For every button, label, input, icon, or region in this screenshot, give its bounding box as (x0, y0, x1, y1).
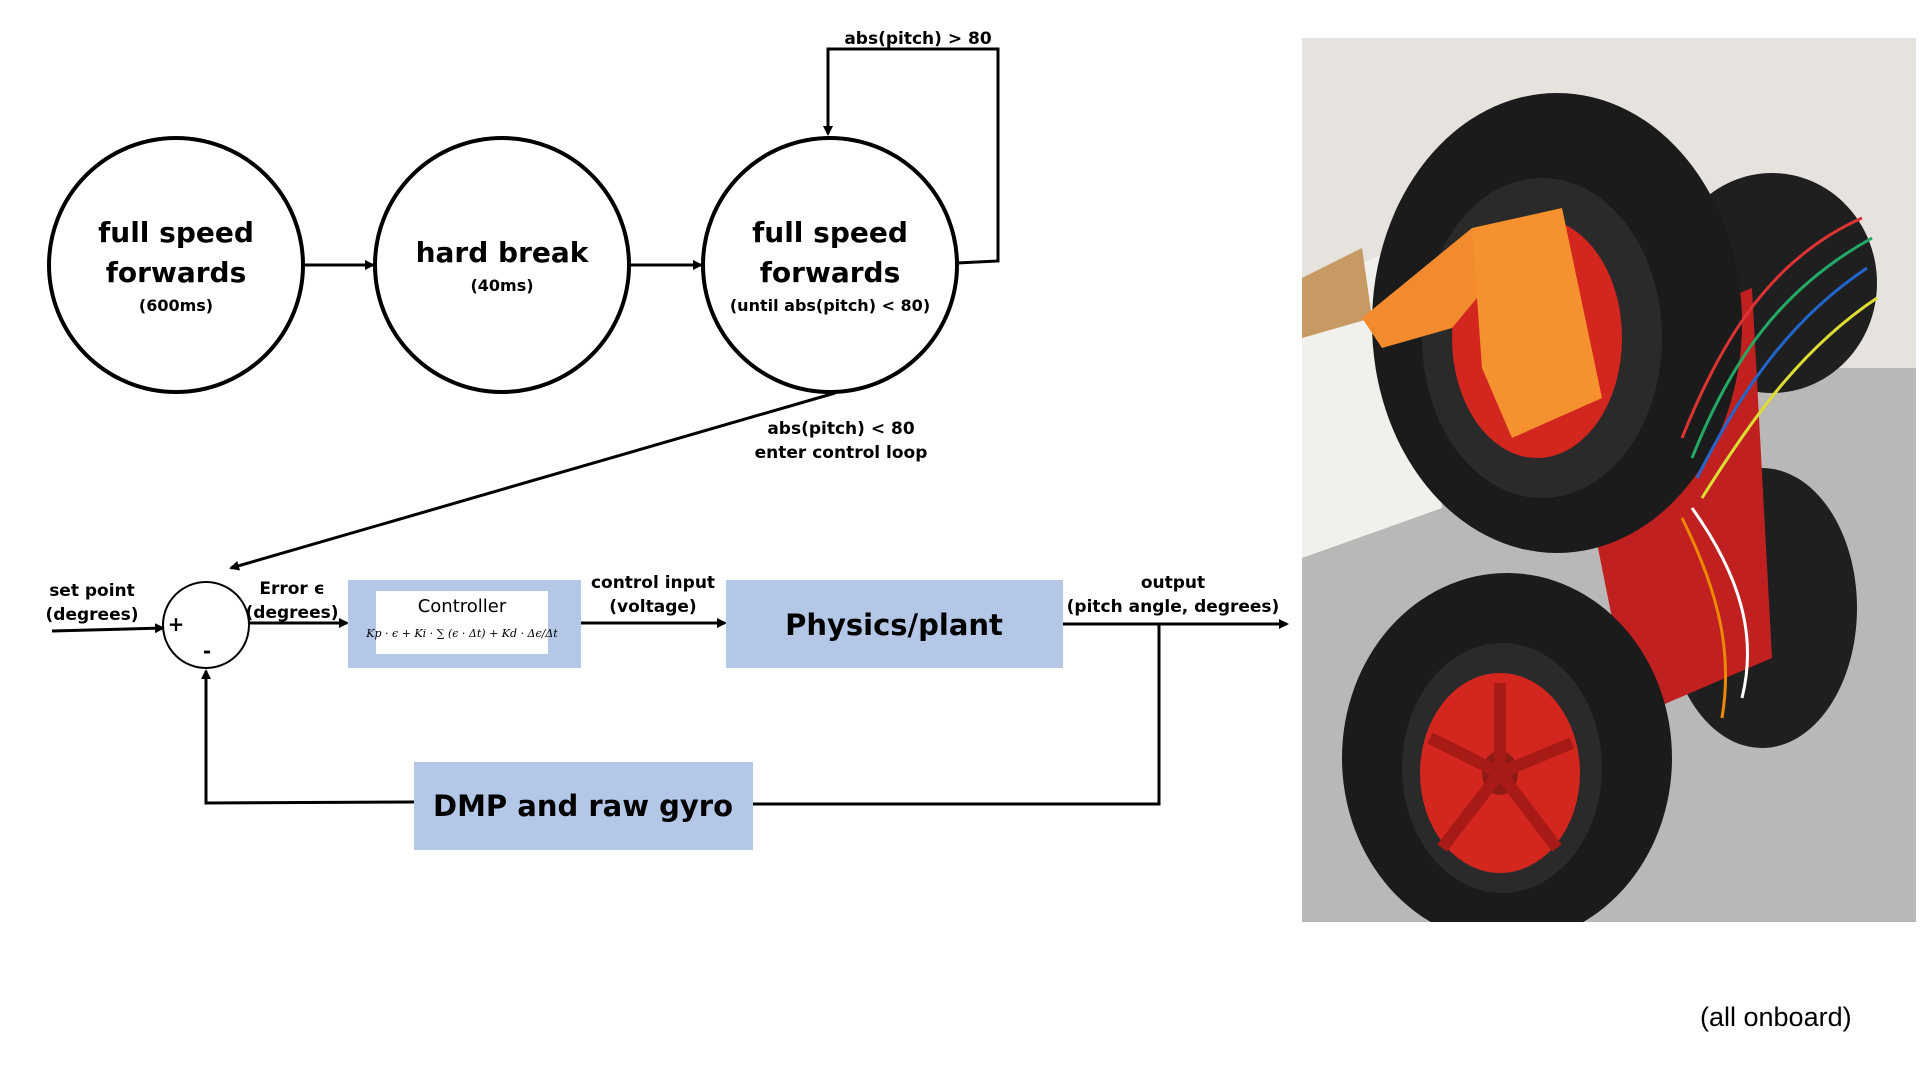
arrow-enter-control-loop (229, 391, 836, 571)
self-loop-label: abs(pitch) > 80 (844, 29, 992, 49)
flow-diagram: full speed forwards (600ms) hard break (… (46, 29, 1289, 850)
controller-block: Controller Kp · ϵ + Ki · ∑ (ϵ · Δt) + Kd… (348, 580, 581, 668)
sum-plus-sign: + (168, 612, 185, 636)
state-3-title-line2: forwards (760, 256, 901, 289)
summing-junction: + - (162, 581, 250, 669)
state-3-detail: (until abs(pitch) < 80) (730, 296, 930, 315)
robot-car-illustration (1302, 38, 1916, 922)
sensor-block: DMP and raw gyro (414, 762, 753, 850)
control-input-label-line2: (voltage) (609, 597, 696, 617)
output-label-line1: output (1141, 573, 1205, 593)
plant-block: Physics/plant (726, 580, 1063, 668)
footnote: (all onboard) (1700, 1002, 1852, 1032)
robot-photo (1302, 38, 1916, 922)
state-1-title-line1: full speed (98, 216, 254, 249)
sensor-label: DMP and raw gyro (433, 789, 733, 823)
exit-label-line1: abs(pitch) < 80 (767, 419, 915, 439)
state-1-detail: (600ms) (139, 296, 213, 315)
state-2-title: hard break (416, 236, 590, 269)
state-full-speed-forwards-2: full speed forwards (until abs(pitch) < … (701, 136, 959, 394)
setpoint-label-line2: (degrees) (46, 605, 139, 625)
output-label-line2: (pitch angle, degrees) (1067, 597, 1280, 617)
state-1-title-line2: forwards (106, 256, 247, 289)
feedback-line-to-sensor (753, 624, 1161, 806)
controller-title: Controller (418, 596, 507, 617)
state-3-title-line1: full speed (752, 216, 908, 249)
control-input-label-line1: control input (591, 573, 715, 593)
setpoint-label-line1: set point (49, 581, 135, 601)
state-full-speed-forwards-1: full speed forwards (600ms) (47, 136, 305, 394)
error-label-line2: (degrees) (246, 603, 339, 623)
controller-formula: Kp · ϵ + Ki · ∑ (ϵ · Δt) + Kd · Δϵ/Δt (365, 627, 558, 640)
exit-label-line2: enter control loop (755, 443, 928, 463)
feedback-arrow-to-junction (201, 669, 415, 805)
sum-minus-sign: - (203, 639, 211, 663)
error-label-line1: Error ϵ (259, 579, 324, 599)
state-hard-break: hard break (40ms) (373, 136, 631, 394)
arrow-setpoint-in (51, 623, 165, 634)
plant-label: Physics/plant (785, 608, 1003, 642)
self-loop-arrow (823, 47, 1000, 265)
state-2-detail: (40ms) (470, 276, 533, 295)
